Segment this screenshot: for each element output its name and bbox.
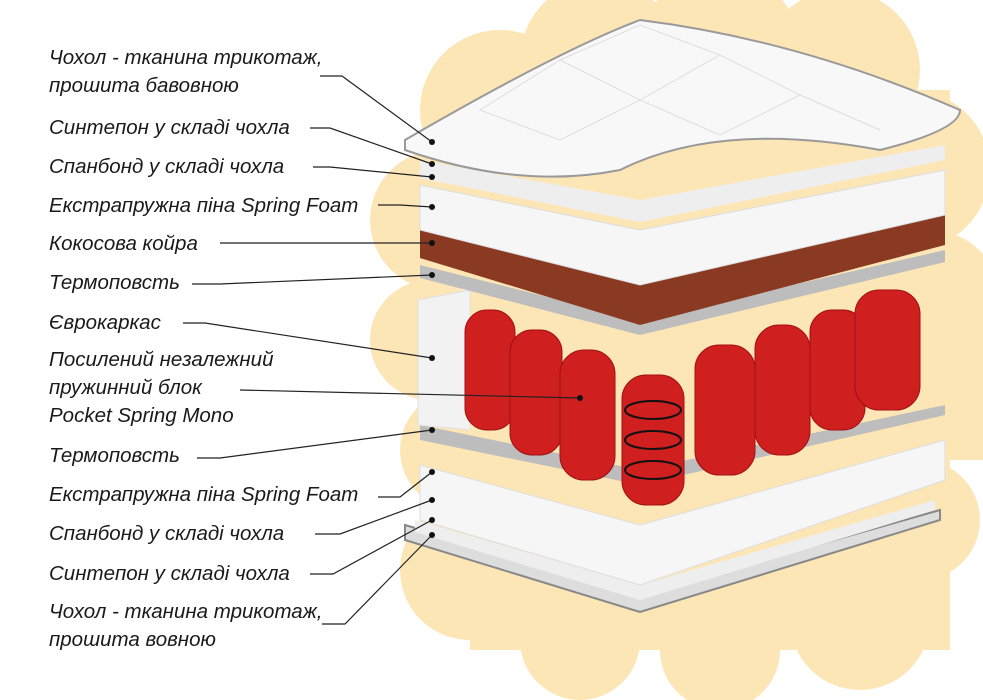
label-bottom-spring-foam: Екстрапружна піна Spring Foam (49, 481, 358, 509)
label-line: Екстрапружна піна Spring Foam (49, 194, 359, 217)
label-bottom-synthepon: Синтепон у складі чохла (49, 560, 290, 588)
quilt-pattern (478, 24, 881, 141)
label-bottom-spunbond: Спанбонд у складі чохла (49, 520, 284, 548)
leader-dots (429, 139, 583, 538)
coconut-coir (420, 215, 945, 325)
label-bottom-cover: Чохол - тканина трикотаж, прошита вовною (49, 598, 323, 654)
pocket-springs (464, 289, 921, 506)
label-top-cover: Чохол - тканина трикотаж, прошита бавовно… (49, 44, 323, 100)
leader-lines (183, 75, 581, 625)
label-line: Синтепон у складі чохла (49, 116, 290, 139)
bottom-felt (420, 405, 945, 485)
label-top-thermofelt: Термоповсть (49, 269, 180, 297)
label-line: Екстрапружна піна Spring Foam (49, 483, 359, 506)
label-line: пружинний блок (49, 376, 202, 399)
label-line: Синтепон у складі чохла (49, 562, 290, 585)
label-top-spunbond: Спанбонд у складі чохла (49, 153, 284, 181)
bottom-foam (419, 439, 946, 586)
label-line: Посилений незалежний (49, 348, 274, 371)
label-line: Кокосова койра (49, 232, 198, 255)
label-line: Спанбонд у складі чохла (49, 155, 285, 178)
label-line: Чохол - тканина трикотаж, (49, 46, 323, 69)
euro-frame (417, 289, 471, 431)
spring-coil (624, 400, 682, 480)
top-quilted-cover (404, 18, 962, 178)
label-coconut-coir: Кокосова койра (49, 230, 198, 258)
label-line: Термоповсть (49, 444, 180, 467)
top-felt (420, 250, 945, 335)
label-top-synthepon: Синтепон у складі чохла (49, 114, 290, 142)
label-line: Спанбонд у складі чохла (49, 522, 285, 545)
label-line: прошита вовною (49, 628, 216, 651)
label-line: Чохол - тканина трикотаж, (49, 600, 323, 623)
label-line: Pocket Spring Mono (49, 404, 234, 427)
label-line: Єврокаркас (49, 311, 161, 334)
top-spunbond (420, 145, 945, 222)
label-bottom-thermofelt: Термоповсть (49, 442, 180, 470)
label-line: прошита бавовною (49, 74, 239, 97)
label-top-spring-foam: Екстрапружна піна Spring Foam (49, 192, 358, 220)
label-euro-frame: Єврокаркас (49, 309, 161, 337)
label-line: Термоповсть (49, 271, 180, 294)
top-foam (419, 169, 946, 286)
bottom-synthepon (415, 500, 935, 600)
